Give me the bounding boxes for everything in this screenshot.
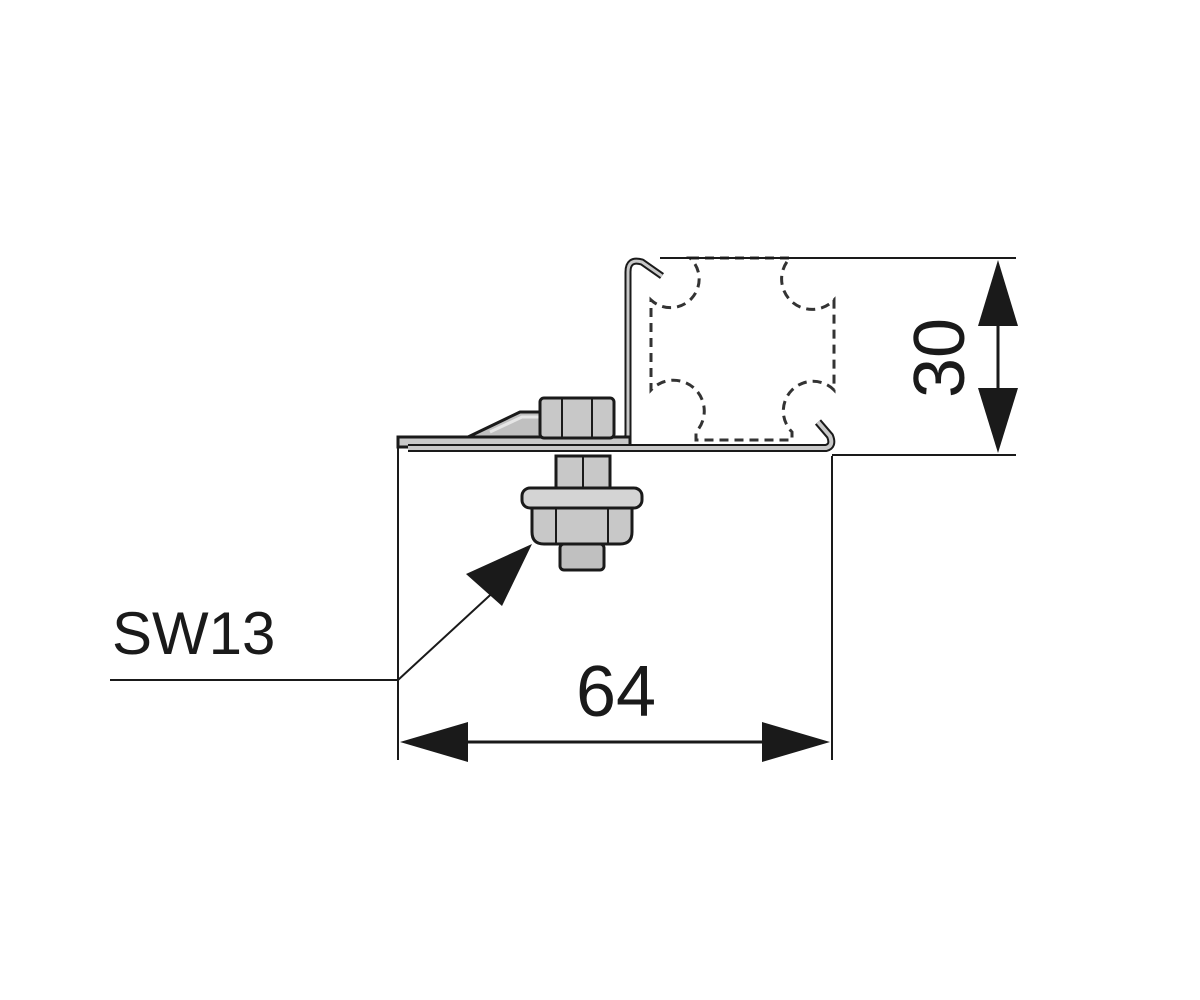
dashed-strut-profile — [649, 256, 836, 442]
wrench-size-label: SW13 — [112, 600, 275, 667]
flange-washer — [520, 486, 644, 510]
arrowhead-width-right — [762, 722, 830, 762]
bracket-vertical-flange-fill — [611, 259, 663, 444]
lower-hex-nut — [530, 506, 634, 546]
callout-arrowhead — [466, 544, 532, 606]
height-dimension-label: 30 — [900, 318, 980, 398]
clamp-wedge-highlight — [489, 415, 540, 434]
arrowhead-width-left — [400, 722, 468, 762]
bolt-end — [558, 542, 606, 572]
arrowhead-height-top — [978, 260, 1018, 326]
base-plate-bottom-fill — [408, 420, 834, 450]
bracket-vertical-flange — [611, 257, 665, 446]
arrowhead-height-bottom — [978, 388, 1018, 453]
width-dimension-label: 64 — [576, 652, 656, 732]
top-hex-nut — [538, 396, 616, 440]
callout-leader-diagonal — [397, 585, 501, 681]
